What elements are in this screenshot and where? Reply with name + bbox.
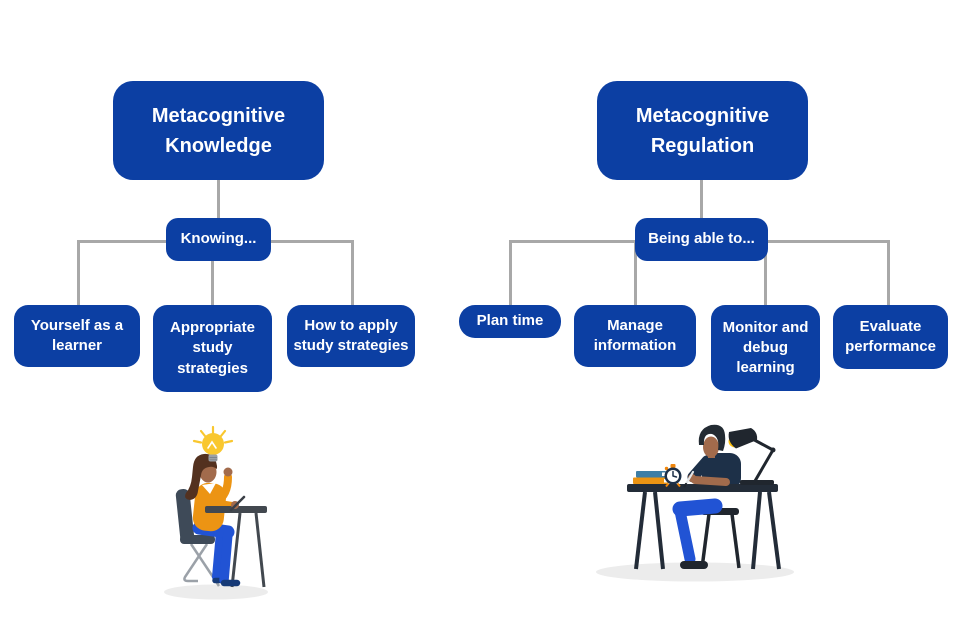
- man-forearm: [691, 476, 730, 486]
- desk-top: [205, 506, 267, 513]
- node-yourself-as-a-learner: Yourself as a learner: [14, 305, 140, 367]
- node-being-able-to: Being able to...: [635, 218, 768, 261]
- desk-legs: [634, 491, 781, 570]
- connector-left-drop-2: [211, 240, 214, 305]
- node-evaluate-performance: Evaluate performance: [833, 305, 948, 369]
- chair-back: [175, 489, 195, 543]
- connector-left-root-vertical: [217, 180, 220, 220]
- stopwatch-icon: [664, 464, 682, 488]
- connector-right-drop-2: [634, 240, 637, 305]
- man-hair: [698, 424, 726, 451]
- node-manage-information: Manage information: [574, 305, 696, 367]
- connector-right-drop-4: [887, 240, 890, 305]
- man-studying-illustration: [596, 424, 794, 582]
- pen-icon: [229, 495, 246, 512]
- node-appropriate-study-strategies: Appropriate study strategies: [153, 305, 272, 392]
- node-monitor-and-debug-learning: Monitor and debug learning: [711, 305, 820, 391]
- pen-tip: [683, 482, 688, 488]
- node-metacognitive-knowledge: Metacognitive Knowledge: [113, 81, 324, 180]
- connector-right-root-vertical: [700, 180, 703, 220]
- desk-top: [627, 484, 778, 492]
- node-metacognitive-regulation: Metacognitive Regulation: [597, 81, 808, 180]
- node-knowing: Knowing...: [166, 218, 271, 261]
- woman-idea-illustration: [164, 425, 268, 600]
- connector-left-drop-3: [351, 240, 354, 305]
- node-how-to-apply-study-strategies: How to apply study strategies: [287, 305, 415, 367]
- connector-right-drop-3: [764, 240, 767, 305]
- chair-seat: [180, 535, 215, 544]
- shadow-ellipse: [596, 562, 794, 582]
- connector-right-drop-1: [509, 240, 512, 305]
- desk-lamp-icon: [728, 428, 776, 485]
- collar: [202, 483, 216, 494]
- desk-legs: [230, 512, 266, 588]
- shadow-ellipse: [164, 584, 268, 600]
- pen-icon: [684, 470, 695, 486]
- books-icon: [633, 471, 668, 484]
- writing-arm: [209, 499, 236, 510]
- man-face: [703, 436, 719, 458]
- lightbulb-icon: [192, 425, 234, 462]
- raised-hand: [223, 467, 233, 477]
- node-plan-time: Plan time: [459, 305, 561, 338]
- woman-hair: [185, 453, 217, 500]
- connector-left-drop-1: [77, 240, 80, 305]
- man-legs: [672, 498, 723, 569]
- stool: [700, 508, 741, 569]
